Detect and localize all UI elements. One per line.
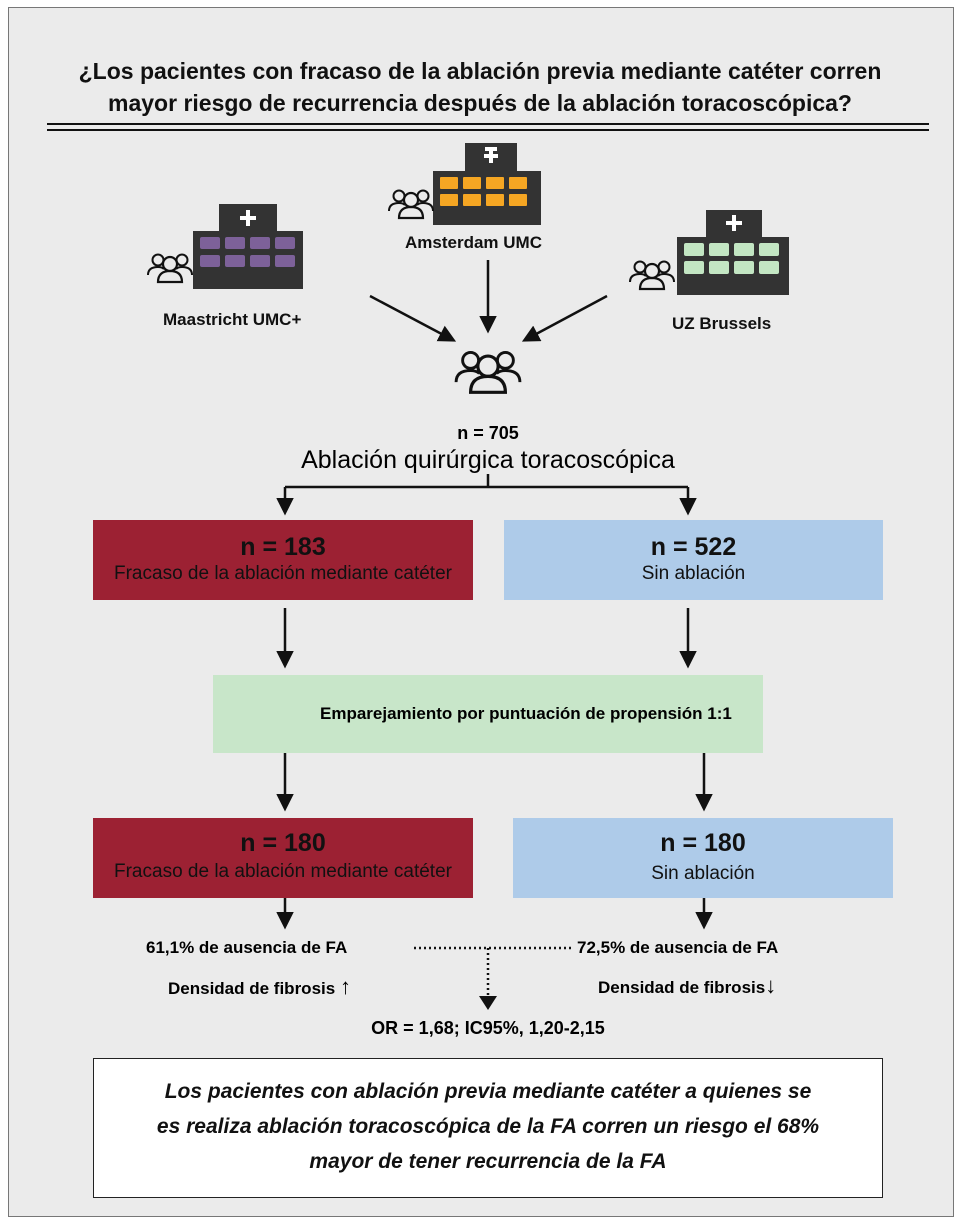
title-line-1: ¿Los pacientes con fracaso de la ablació… bbox=[78, 58, 882, 84]
box-n: n = 522 bbox=[650, 533, 737, 561]
hospital-brussels-icon bbox=[677, 210, 789, 295]
outcome-left-freedom: 61,1% de ausencia de FA bbox=[146, 938, 348, 957]
box-no-ablation-before: n = 522 Sin ablación bbox=[504, 520, 883, 600]
outcome-right-freedom: 72,5% de ausencia de FA bbox=[577, 938, 779, 957]
figure-title: ¿Los pacientes con fracaso de la ablació… bbox=[20, 55, 940, 119]
brussels-patients-icon bbox=[628, 260, 676, 291]
conclusion-line-1: Los pacientes con ablación previa median… bbox=[164, 1080, 812, 1103]
hospital-label-brussels: UZ Brussels bbox=[672, 314, 772, 333]
outcome-right-fibrosis: Densidad de fibrosis↓ bbox=[598, 973, 776, 999]
procedure-label: Ablación quirúrgica toracoscópica bbox=[301, 446, 675, 474]
outcome-right-fibrosis-label: Densidad de fibrosis bbox=[598, 978, 766, 997]
arrow-maastricht bbox=[369, 294, 457, 342]
arrow-up-icon: ↑ bbox=[339, 974, 351, 999]
box-n: n = 180 bbox=[240, 829, 326, 857]
hospital-amsterdam-icon bbox=[433, 143, 541, 225]
arrow-brussels bbox=[521, 294, 608, 342]
box-n: n = 180 bbox=[660, 829, 746, 857]
box-no-ablation-after: n = 180 Sin ablación bbox=[513, 818, 893, 898]
box-catheter-failure-before: n = 183 Fracaso de la ablación mediante … bbox=[93, 520, 473, 600]
hospital-label-amsterdam: Amsterdam UMC bbox=[405, 233, 542, 252]
amsterdam-patients-icon bbox=[387, 189, 435, 220]
box-label: Fracaso de la ablación mediante catéter bbox=[114, 861, 452, 882]
box-catheter-failure-after: n = 180 Fracaso de la ablación mediante … bbox=[93, 818, 473, 898]
total-n: n = 705 bbox=[457, 423, 519, 443]
total-patients-icon bbox=[454, 350, 522, 394]
box-label: Fracaso de la ablación mediante catéter bbox=[114, 563, 452, 584]
conclusion-line-3: mayor de tener recurrencia de la FA bbox=[309, 1150, 667, 1173]
odds-ratio: OR = 1,68; IC95%, 1,20-2,15 bbox=[371, 1018, 605, 1038]
hospital-label-maastricht: Maastricht UMC+ bbox=[163, 310, 302, 329]
box-n: n = 183 bbox=[240, 533, 326, 561]
maastricht-patients-icon bbox=[146, 253, 194, 284]
conclusion-box: Los pacientes con ablación previa median… bbox=[93, 1058, 883, 1198]
conclusion-line-2: es realiza ablación toracoscópica de la … bbox=[156, 1115, 820, 1138]
title-line-2: mayor riesgo de recurrencia después de l… bbox=[108, 90, 852, 116]
outcome-left-fibrosis: Densidad de fibrosis ↑ bbox=[168, 974, 351, 1000]
hospital-maastricht-icon bbox=[193, 204, 303, 289]
box-label: Sin ablación bbox=[651, 863, 755, 884]
outcome-left-fibrosis-label: Densidad de fibrosis bbox=[168, 979, 336, 998]
arrow-down-icon: ↓ bbox=[765, 973, 777, 998]
box-label: Sin ablación bbox=[641, 563, 746, 584]
matching-label: Emparejamiento por puntuación de propens… bbox=[320, 704, 732, 723]
box-propensity-matching: Emparejamiento por puntuación de propens… bbox=[213, 675, 763, 753]
